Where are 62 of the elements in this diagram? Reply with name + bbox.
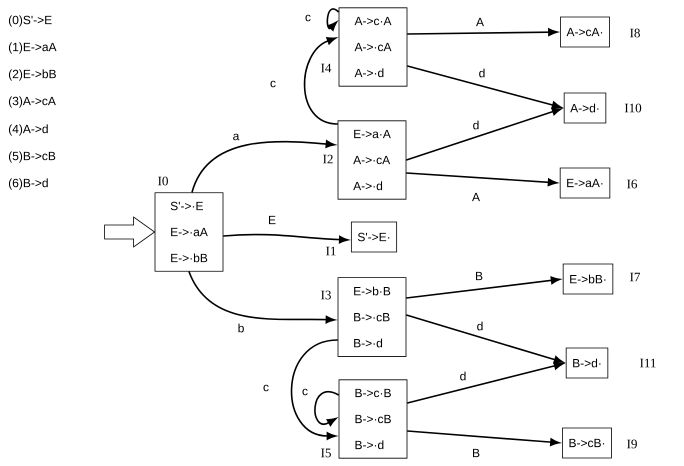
state-label: I6 bbox=[627, 180, 638, 188]
state-label: I3 bbox=[321, 290, 331, 300]
state-label: I2 bbox=[323, 154, 333, 164]
state-label: I4 bbox=[321, 64, 332, 72]
arrow bbox=[326, 8, 340, 31]
production-rule: (2)E->bB bbox=[8, 69, 56, 81]
arrow bbox=[406, 172, 558, 186]
state-label: I1 bbox=[326, 246, 336, 256]
state-box: A->c·A A->·cA A->·d bbox=[338, 7, 408, 87]
state-box: E->bB· bbox=[562, 264, 614, 294]
state-label: I8 bbox=[630, 28, 640, 38]
production-rule: (1)E->aA bbox=[8, 42, 57, 54]
arrow bbox=[223, 234, 348, 244]
edge-label: B bbox=[471, 448, 481, 458]
arrow bbox=[407, 28, 558, 36]
edge-label: B bbox=[474, 270, 484, 282]
edge-label: A bbox=[471, 192, 481, 202]
production-rule: (3)A->cA bbox=[8, 96, 56, 108]
arrow bbox=[407, 362, 564, 404]
arrow bbox=[406, 314, 564, 364]
edge-label: d bbox=[472, 120, 480, 130]
edge-label: a bbox=[232, 132, 240, 142]
state-label: I9 bbox=[627, 440, 637, 448]
edge-label: d bbox=[458, 370, 468, 382]
state-box: B->d· bbox=[566, 348, 608, 378]
edge-label: A bbox=[475, 16, 485, 28]
edge-label: d bbox=[478, 68, 486, 78]
arrow bbox=[290, 339, 338, 440]
arrow bbox=[188, 271, 336, 324]
edge-label: d bbox=[476, 320, 484, 332]
start-arrow bbox=[104, 216, 156, 248]
state-label: I11 bbox=[640, 358, 656, 368]
edge-label: b bbox=[236, 322, 246, 334]
state-box: A->d· bbox=[564, 92, 606, 124]
state-box: B->c·B B->·cB B->·d bbox=[338, 379, 408, 459]
edge-label: c bbox=[304, 14, 312, 22]
arrow bbox=[407, 430, 560, 446]
arrow bbox=[191, 140, 336, 193]
production-rule: (6)B->d bbox=[8, 178, 48, 190]
arrow bbox=[314, 391, 339, 426]
state-box: B->cB· bbox=[562, 428, 612, 458]
edge-label: c bbox=[301, 388, 309, 396]
edge-label: c bbox=[269, 80, 277, 88]
state-box: E->a·A A->·cA A->·d bbox=[338, 120, 406, 200]
edge-label: E bbox=[267, 214, 277, 226]
production-rule: (4)A->d bbox=[8, 124, 48, 136]
production-rule: (5)B->cB bbox=[8, 151, 56, 163]
arrow bbox=[406, 276, 560, 299]
state-label: I7 bbox=[630, 272, 640, 282]
state-label: I10 bbox=[624, 104, 642, 112]
production-rule: (0)S'->E bbox=[8, 15, 52, 27]
state-label: I5 bbox=[321, 448, 331, 458]
state-box: A->cA· bbox=[560, 16, 610, 48]
edge-label: c bbox=[262, 384, 270, 392]
arrow bbox=[304, 37, 338, 125]
state-box: S'->E· bbox=[350, 222, 398, 252]
arrow bbox=[406, 108, 562, 161]
arrow bbox=[407, 65, 562, 109]
state-label: I0 bbox=[158, 176, 168, 186]
state-box: E->aA· bbox=[560, 168, 610, 198]
state-box: S'->·E E->·aA E->·bB bbox=[154, 192, 224, 272]
state-box: E->b·B B->·cB B->·d bbox=[338, 277, 406, 357]
